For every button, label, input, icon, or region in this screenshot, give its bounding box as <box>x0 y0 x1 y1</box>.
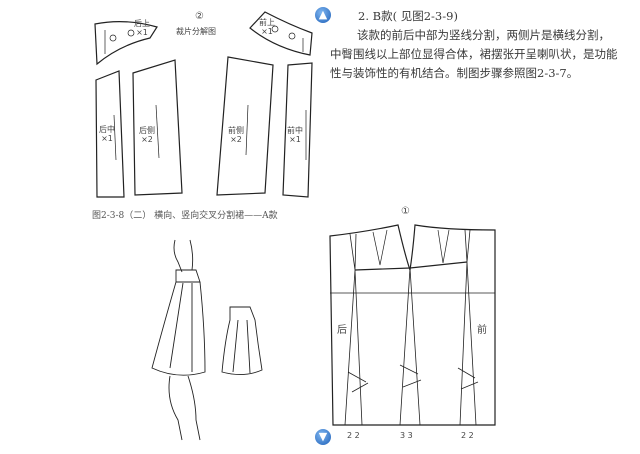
skirt-draft <box>329 224 496 426</box>
piece-back-center <box>95 70 125 198</box>
piece-label: 后中×1 <box>99 125 115 143</box>
piece-label: 后侧×2 <box>139 126 155 144</box>
piece-label: 前中×1 <box>287 126 303 144</box>
figure-subtitle: 裁片分解图 <box>176 27 216 36</box>
bottom-mark: 2 2 <box>461 431 474 440</box>
front-label: 前 <box>477 325 487 336</box>
piece-label: 前上×1 <box>259 18 275 36</box>
piece-label: 后上×1 <box>134 19 150 37</box>
piece-front-side <box>216 56 274 196</box>
back-label: 后 <box>337 325 347 336</box>
skirt-figure-sketch <box>151 239 263 441</box>
piece-label: 前侧×2 <box>228 126 244 144</box>
figure-caption: 图2-3-8（二） 横向、竖向交叉分割裙——A款 <box>92 211 278 221</box>
bottom-mark: 3 3 <box>400 431 413 440</box>
piece-front-center <box>282 62 313 198</box>
piece-back-yoke <box>94 21 158 66</box>
body-text: 2. B款( 见图2-3-9) 该款的前后中部为竖线分割，两侧片是横线分割，中臀… <box>330 7 620 83</box>
piece-back-side <box>132 59 183 196</box>
bottom-mark: 2 2 <box>347 431 360 440</box>
section-paragraph: 该款的前后中部为竖线分割，两侧片是横线分割，中臀围线以上部位显得合体，裙摆张开呈… <box>330 28 618 80</box>
draft-number: ① <box>401 206 410 217</box>
piece-front-yoke <box>249 11 313 56</box>
figure-number: ② <box>195 11 204 22</box>
arrow-down-circle-icon[interactable]: ▼ <box>315 429 331 445</box>
section-heading: 2. B款( 见图2-3-9) <box>358 9 458 23</box>
arrow-up-circle-icon[interactable]: ▲ <box>315 7 331 23</box>
